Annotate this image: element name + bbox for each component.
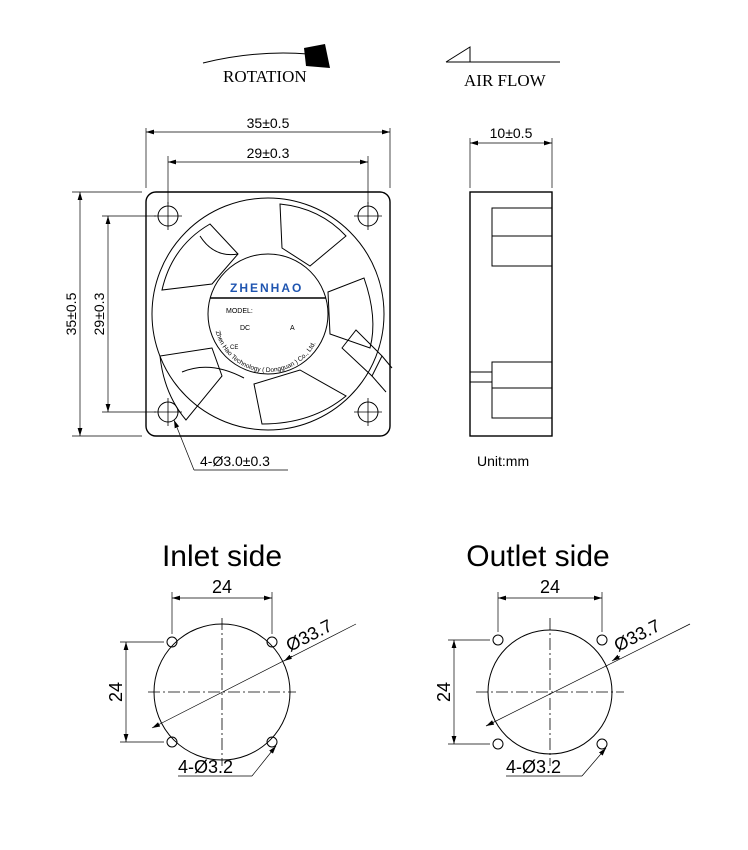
inlet-holes-text: 4-Ø3.2	[178, 757, 233, 777]
inlet-side-view: Inlet side 24 24 Ø33.7 4-Ø3.2	[106, 540, 357, 777]
inlet-holes-callout: 4-Ø3.2	[178, 745, 277, 777]
model-label: MODEL:	[226, 308, 253, 315]
inlet-v-dim-text: 24	[106, 682, 126, 702]
front-height-dim: 35±0.5	[63, 191, 142, 437]
fan-front-view: ZHENHAO MODEL: DC A CE Zhen Hao Technolo…	[63, 115, 393, 471]
outlet-v-dim-text: 24	[434, 682, 454, 702]
hole-spacing-v-dim-text: 29±0.3	[91, 292, 107, 335]
outlet-h-dim: 24	[497, 577, 603, 632]
side-hub-top	[491, 207, 553, 237]
wire-exit	[341, 329, 393, 393]
outlet-side-view: Outlet side 24 24 Ø33.7 4-Ø3.2	[434, 540, 691, 777]
fan-blades	[159, 203, 374, 425]
fan-hub	[207, 253, 329, 375]
fan-opening	[151, 197, 385, 431]
side-hub-mid	[491, 235, 553, 267]
hole-callout-text: 4-Ø3.0±0.3	[200, 453, 270, 469]
ce-mark: CE	[230, 345, 238, 351]
rotation-label: ROTATION	[223, 67, 307, 86]
brand-label: ZHENHAO	[230, 281, 303, 295]
inlet-v-dim: 24	[106, 641, 164, 743]
outlet-holes-callout: 4-Ø3.2	[506, 747, 607, 777]
outlet-title: Outlet side	[466, 540, 609, 573]
inlet-title: Inlet side	[162, 540, 282, 573]
airflow-arrow-icon	[445, 46, 471, 63]
company-label: Zhen Hao Technology ( Dongguan ) Co., Lt…	[214, 330, 318, 374]
fan-side-view: 10±0.5 Unit:mm	[469, 125, 553, 469]
inlet-diameter-text: Ø33.7	[283, 615, 336, 655]
outlet-v-dim: 24	[434, 639, 490, 745]
rotation-arrow-icon	[304, 44, 330, 68]
side-rib-bottom	[491, 387, 553, 419]
front-hole-spacing-v-dim: 29±0.3	[91, 215, 156, 413]
thickness-dim-text: 10±0.5	[490, 125, 533, 141]
width-dim-text: 35±0.5	[247, 115, 290, 131]
airflow-indicator: AIR FLOW	[445, 46, 560, 90]
amp-label: A	[290, 325, 295, 332]
inlet-h-dim-text: 24	[212, 577, 232, 597]
inlet-h-dim: 24	[171, 577, 273, 634]
side-body	[469, 191, 553, 437]
company-text: Zhen Hao Technology ( Dongguan ) Co., Lt…	[214, 330, 318, 374]
outlet-h-dim-text: 24	[540, 577, 560, 597]
fan-frame	[145, 191, 391, 437]
outlet-diameter-text: Ø33.7	[611, 615, 664, 655]
outlet-holes-text: 4-Ø3.2	[506, 757, 561, 777]
thickness-dim: 10±0.5	[469, 125, 553, 188]
front-hole-spacing-dim: 29±0.3	[167, 145, 369, 204]
outlet-diameter-dim: Ø33.7	[485, 615, 691, 727]
unit-label: Unit:mm	[477, 453, 529, 469]
rotation-indicator: ROTATION	[202, 44, 330, 86]
mounting-holes	[154, 202, 382, 426]
side-rib-top	[491, 361, 553, 389]
hole-callout: 4-Ø3.0±0.3	[173, 419, 288, 471]
dc-label: DC	[240, 325, 250, 332]
hole-spacing-dim-text: 29±0.3	[247, 145, 290, 161]
airflow-label: AIR FLOW	[464, 71, 547, 90]
height-dim-text: 35±0.5	[63, 292, 79, 335]
front-width-dim: 35±0.5	[145, 115, 391, 188]
